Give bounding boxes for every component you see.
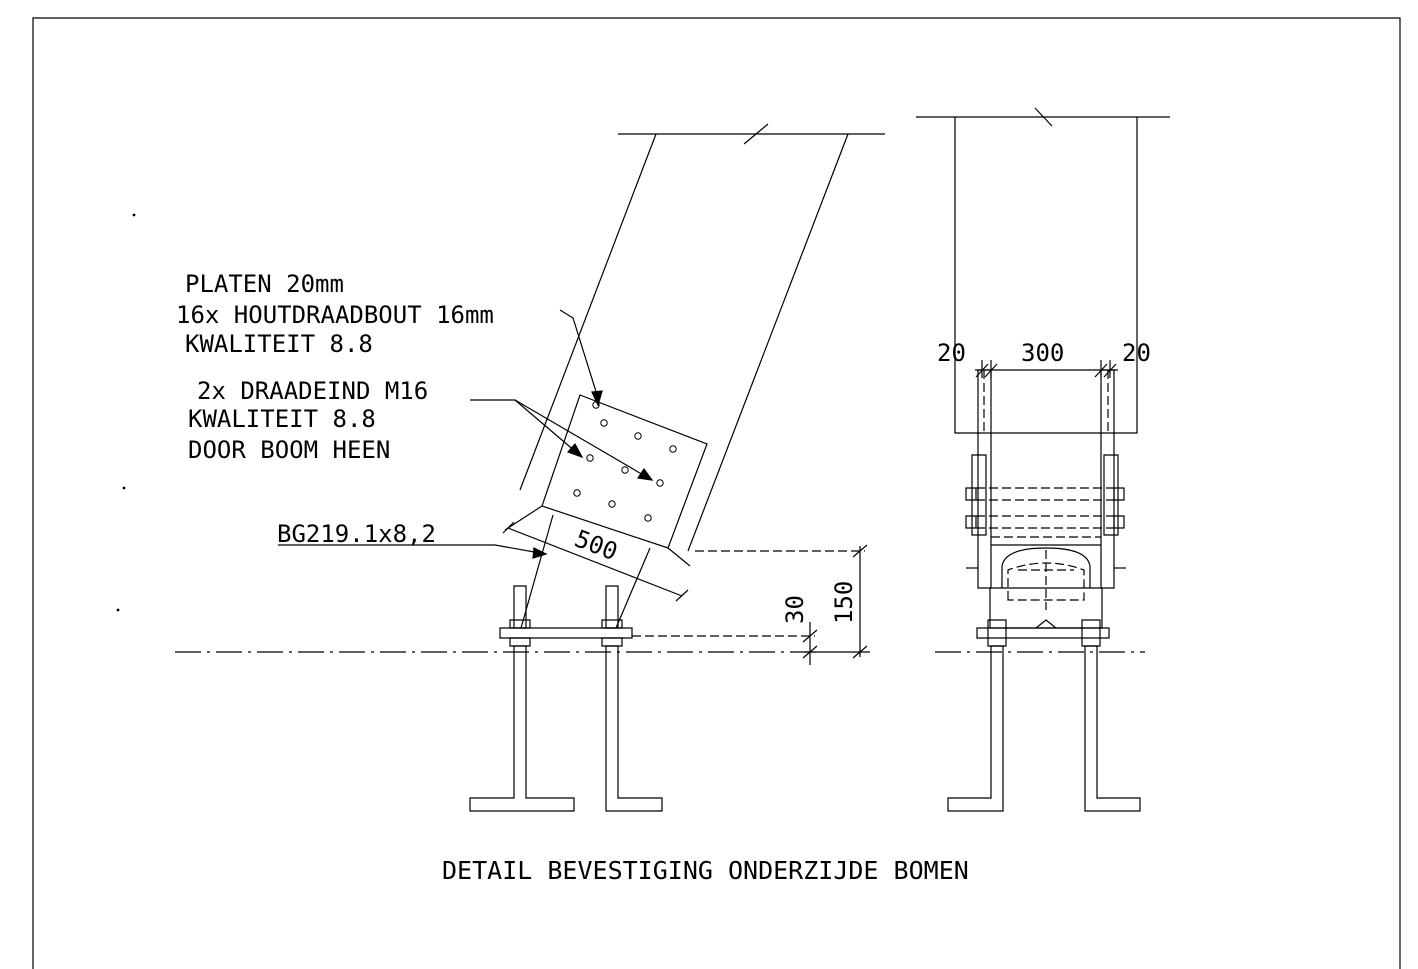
dim-tick [1104,364,1116,377]
bolt-hole [574,490,580,496]
leader-arrow [592,391,602,405]
stray-point [133,214,135,216]
bolt-head-left [972,455,986,535]
nut-left-bottom [966,516,976,528]
anchor-l-right [606,646,662,811]
dim-plate-right-label: 20 [1122,339,1151,367]
dim-plate-left-label: 20 [937,339,966,367]
bolt-hole [645,515,651,521]
bolt-hole [587,455,593,461]
dim-30-tick [803,646,817,658]
annotation-rods-line3: DOOR BOOM HEEN [188,436,390,464]
bolt-hole [670,446,676,452]
dim-tick [1095,364,1107,377]
bolt-hole [622,467,628,473]
annotation-tube: BG219.1x8,2 [277,520,436,548]
sheet-border [33,18,1400,969]
bolt-hole [635,433,641,439]
dim-150-tick [853,646,867,658]
anchor-nut-right [602,620,622,628]
beam-break-mark [744,124,768,144]
anchor-thread-left [514,586,526,628]
nut-front-right [1082,620,1100,646]
nut-front-left [988,620,1006,646]
annotation-plates-line2: 16x HOUTDRAADBOUT 16mm [176,301,494,329]
nut-left-top [966,488,976,500]
dim-500-label: 500 [571,524,622,566]
anchor-l-front-right [1085,646,1140,811]
bolt-holes [574,402,676,521]
bolt-head-right [1104,455,1118,535]
side-view: 500 30 150 PLATEN 20mm 16x HOUTDRAADBOUT… [175,124,885,811]
anchor-nut-right-bottom [602,638,622,646]
annotation-plates-line1: PLATEN 20mm [185,270,344,298]
dim-30-tick [803,630,817,642]
bolt-hole [601,420,607,426]
dim-gap-label: 300 [1021,339,1064,367]
bolt-hole [657,480,663,486]
leader-arrow [568,444,582,457]
anchor-l-front-left [948,646,1003,811]
base-plate-front [977,628,1109,638]
stray-point [123,487,125,489]
stray-point [117,609,119,611]
tube-edge-right [616,548,650,628]
beam-front-outline [955,117,1137,433]
annotation-rods-line1: 2x DRAADEIND M16 [197,377,428,405]
tube-inner-hidden [1008,563,1084,600]
anchor-l-left [470,646,574,811]
beam-edge-right [688,134,848,551]
dim-tick [985,364,997,377]
annotation-plates-line3: KWALITEIT 8.8 [185,330,373,358]
leader-plates [560,310,598,398]
nut-right-top [1114,488,1124,500]
front-view: 20 300 20 [916,108,1170,811]
dim-tick [976,364,988,377]
front-break-mark [1035,108,1052,126]
dim-500-line [508,528,682,596]
anchor-nut-left-bottom [510,638,530,646]
drawing-title: DETAIL BEVESTIGING ONDERZIJDE BOMEN [442,856,969,885]
dim-30-label: 30 [781,595,809,624]
anchor-nut-left [510,620,530,628]
tube-section [1002,548,1090,588]
leader-arrow [638,469,652,480]
dim-150-label: 150 [830,581,858,624]
bracket-notch [1036,620,1056,628]
beam-edge-left [520,134,656,490]
leader-arrow [533,548,546,558]
base-plate [500,628,632,638]
anchor-thread-right [606,586,618,628]
leader-rods-2 [515,400,645,476]
nut-right-bottom [1114,516,1124,528]
dim-500-ext-left [505,506,542,530]
dim-500-tick [503,522,514,533]
bolt-hole [609,501,615,507]
leader-tube [278,545,540,553]
dim-150-tick [853,545,867,557]
dim-500-tick [676,590,688,601]
dim-500-ext-right [668,548,690,566]
annotation-rods-line2: KWALITEIT 8.8 [188,405,376,433]
